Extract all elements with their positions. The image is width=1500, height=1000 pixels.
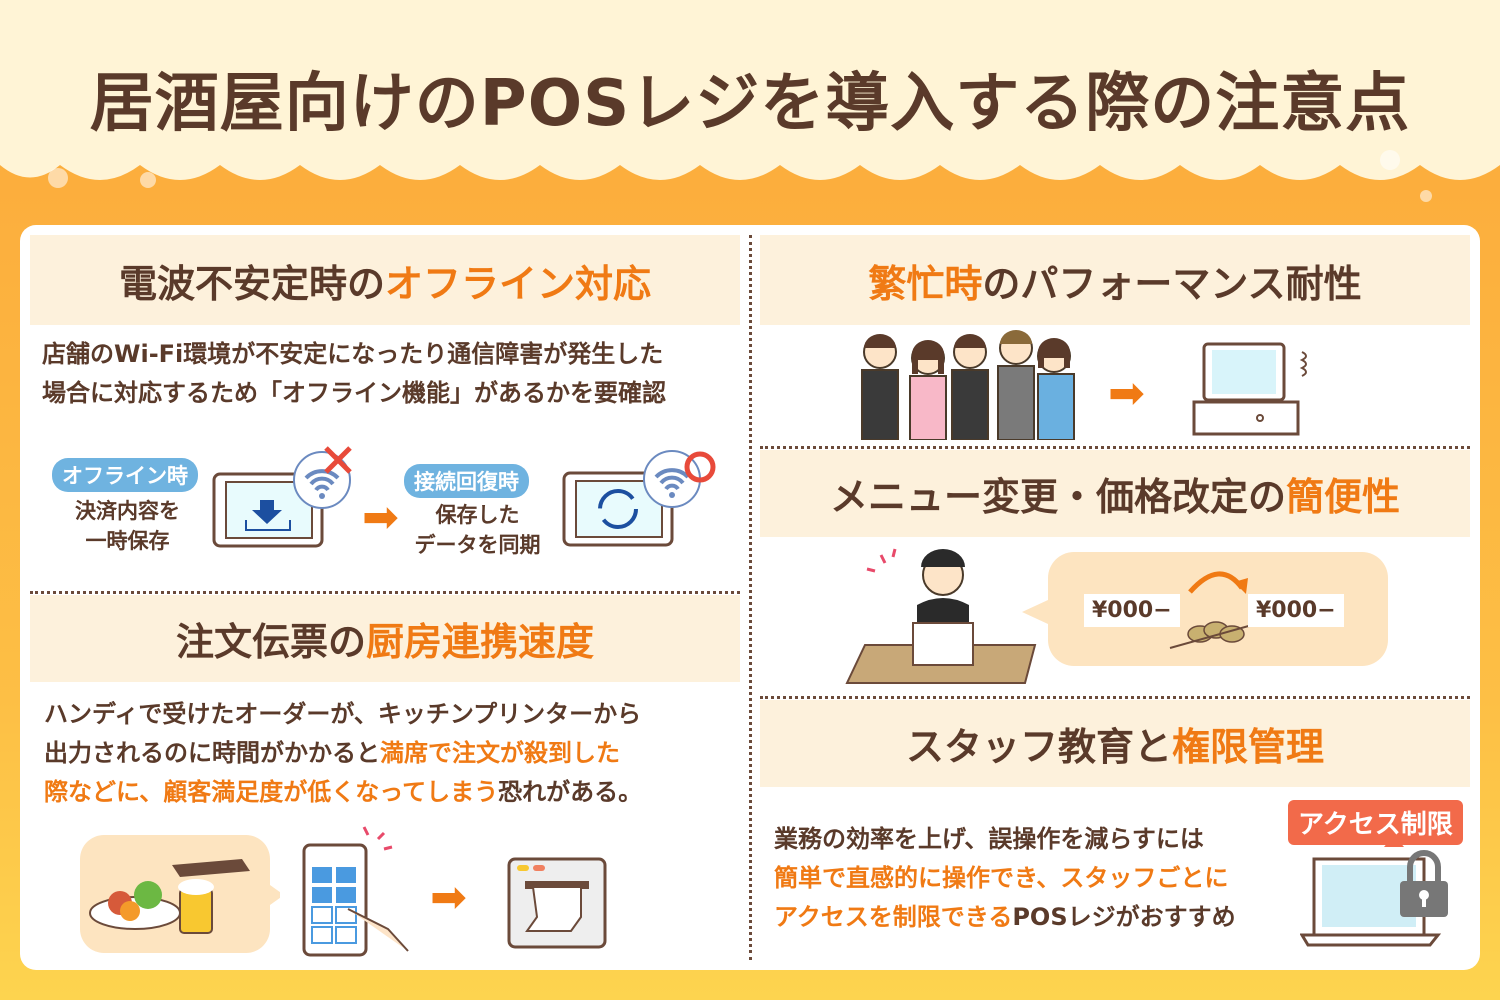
text-highlight: 際などに、顧客満足度が低くなってしまう	[44, 778, 499, 806]
text-line: データを同期	[414, 533, 541, 557]
old-price-label: ¥000−	[1084, 594, 1180, 627]
laptop-lock-icon	[1300, 835, 1448, 947]
text-span: 恐れがある。	[498, 778, 643, 806]
heading-text: 電波不安定時の	[118, 261, 385, 306]
heading-text: メニュー変更・価格改定の	[829, 475, 1286, 519]
divider	[30, 591, 740, 594]
staff-at-register-illustration	[845, 548, 1037, 684]
section-heading-kitchen: 注文伝票の厨房連携速度	[30, 595, 740, 682]
customers-queue-illustration	[861, 330, 1075, 440]
text-highlight: 満席で注文が殺到した	[380, 739, 620, 767]
heading-text: のパフォーマンス耐性	[982, 261, 1362, 306]
section-heading-offline: 電波不安定時のオフライン対応	[30, 235, 740, 325]
offline-caption: 決済内容を一時保存	[55, 496, 200, 556]
offline-pill: オフライン時	[52, 458, 198, 492]
text-highlight: 簡単で直感的に操作でき、スタッフごとに	[774, 864, 1229, 892]
text-span: POSレジがおすすめ	[1012, 903, 1236, 931]
reconnect-pill: 接続回復時	[404, 464, 529, 498]
tablet-sync-icon	[562, 450, 716, 547]
heading-highlight: オフライン対応	[385, 261, 652, 306]
handheld-order-device-icon	[302, 826, 409, 957]
text-line: 保存した	[435, 503, 520, 527]
price-change-bubble	[1022, 552, 1388, 666]
access-restriction-badge: アクセス制限	[1288, 800, 1463, 845]
divider	[760, 696, 1470, 699]
text-line: 一時保存	[85, 529, 170, 553]
text-line: 出力されるのに時間がかかると満席で注文が殺到した	[44, 734, 642, 773]
heading-highlight: 厨房連携速度	[366, 620, 595, 664]
kitchen-printer-icon	[507, 857, 607, 949]
bubble-decoration	[140, 172, 156, 188]
tablet-download-icon	[212, 446, 352, 548]
food-and-beer-illustration	[80, 835, 280, 953]
divider	[749, 235, 752, 960]
section-heading-menu: メニュー変更・価格改定の簡便性	[760, 450, 1470, 537]
kitchen-description: ハンディで受けたオーダーが、キッチンプリンターから 出力されるのに時間がかかると…	[44, 695, 642, 812]
text-line: 決済内容を	[75, 499, 180, 523]
new-price-label: ¥000−	[1248, 594, 1344, 627]
text-highlight: アクセスを制限できる	[774, 903, 1013, 931]
heading-highlight: 繁忙時	[868, 261, 983, 306]
bubble-decoration	[1420, 190, 1432, 202]
heading-text: 注文伝票の	[175, 620, 366, 664]
header-wave	[0, 0, 1500, 180]
text-line: 業務の効率を上げ、誤操作を減らすには	[774, 825, 1204, 853]
bubble-decoration	[48, 168, 68, 188]
text-line: 店舗のWi-Fi環境が不安定になったり通信障害が発生した	[42, 340, 664, 368]
bubble-decoration	[1380, 150, 1400, 170]
offline-description: 店舗のWi-Fi環境が不安定になったり通信障害が発生した場合に対応するため「オフ…	[42, 335, 666, 413]
arrow-right-icon: ➡	[430, 872, 467, 923]
reconnect-caption: 保存したデータを同期	[400, 500, 555, 560]
text-line: ハンディで受けたオーダーが、キッチンプリンターから	[44, 700, 642, 728]
arrow-right-icon: ➡	[1108, 368, 1145, 419]
heading-highlight: 権限管理	[1172, 725, 1325, 769]
pos-register-icon	[1192, 342, 1307, 436]
heading-text: スタッフ教育と	[905, 725, 1172, 769]
text-span: 出力されるのに時間がかかると	[44, 739, 380, 767]
text-line: アクセスを制限できるPOSレジがおすすめ	[774, 898, 1236, 937]
section-heading-staff: スタッフ教育と権限管理	[760, 700, 1470, 787]
section-heading-performance: 繁忙時のパフォーマンス耐性	[760, 235, 1470, 325]
staff-description: 業務の効率を上げ、誤操作を減らすには 簡単で直感的に操作でき、スタッフごとに ア…	[774, 820, 1236, 937]
arrow-right-icon: ➡	[362, 492, 399, 543]
heading-highlight: 簡便性	[1286, 475, 1401, 519]
text-line: 際などに、顧客満足度が低くなってしまう恐れがある。	[44, 773, 642, 812]
text-line: 場合に対応するため「オフライン機能」があるかを要確認	[42, 379, 666, 407]
divider	[760, 446, 1470, 449]
page-title: 居酒屋向けのPOSレジを導入する際の注意点	[89, 67, 1411, 141]
